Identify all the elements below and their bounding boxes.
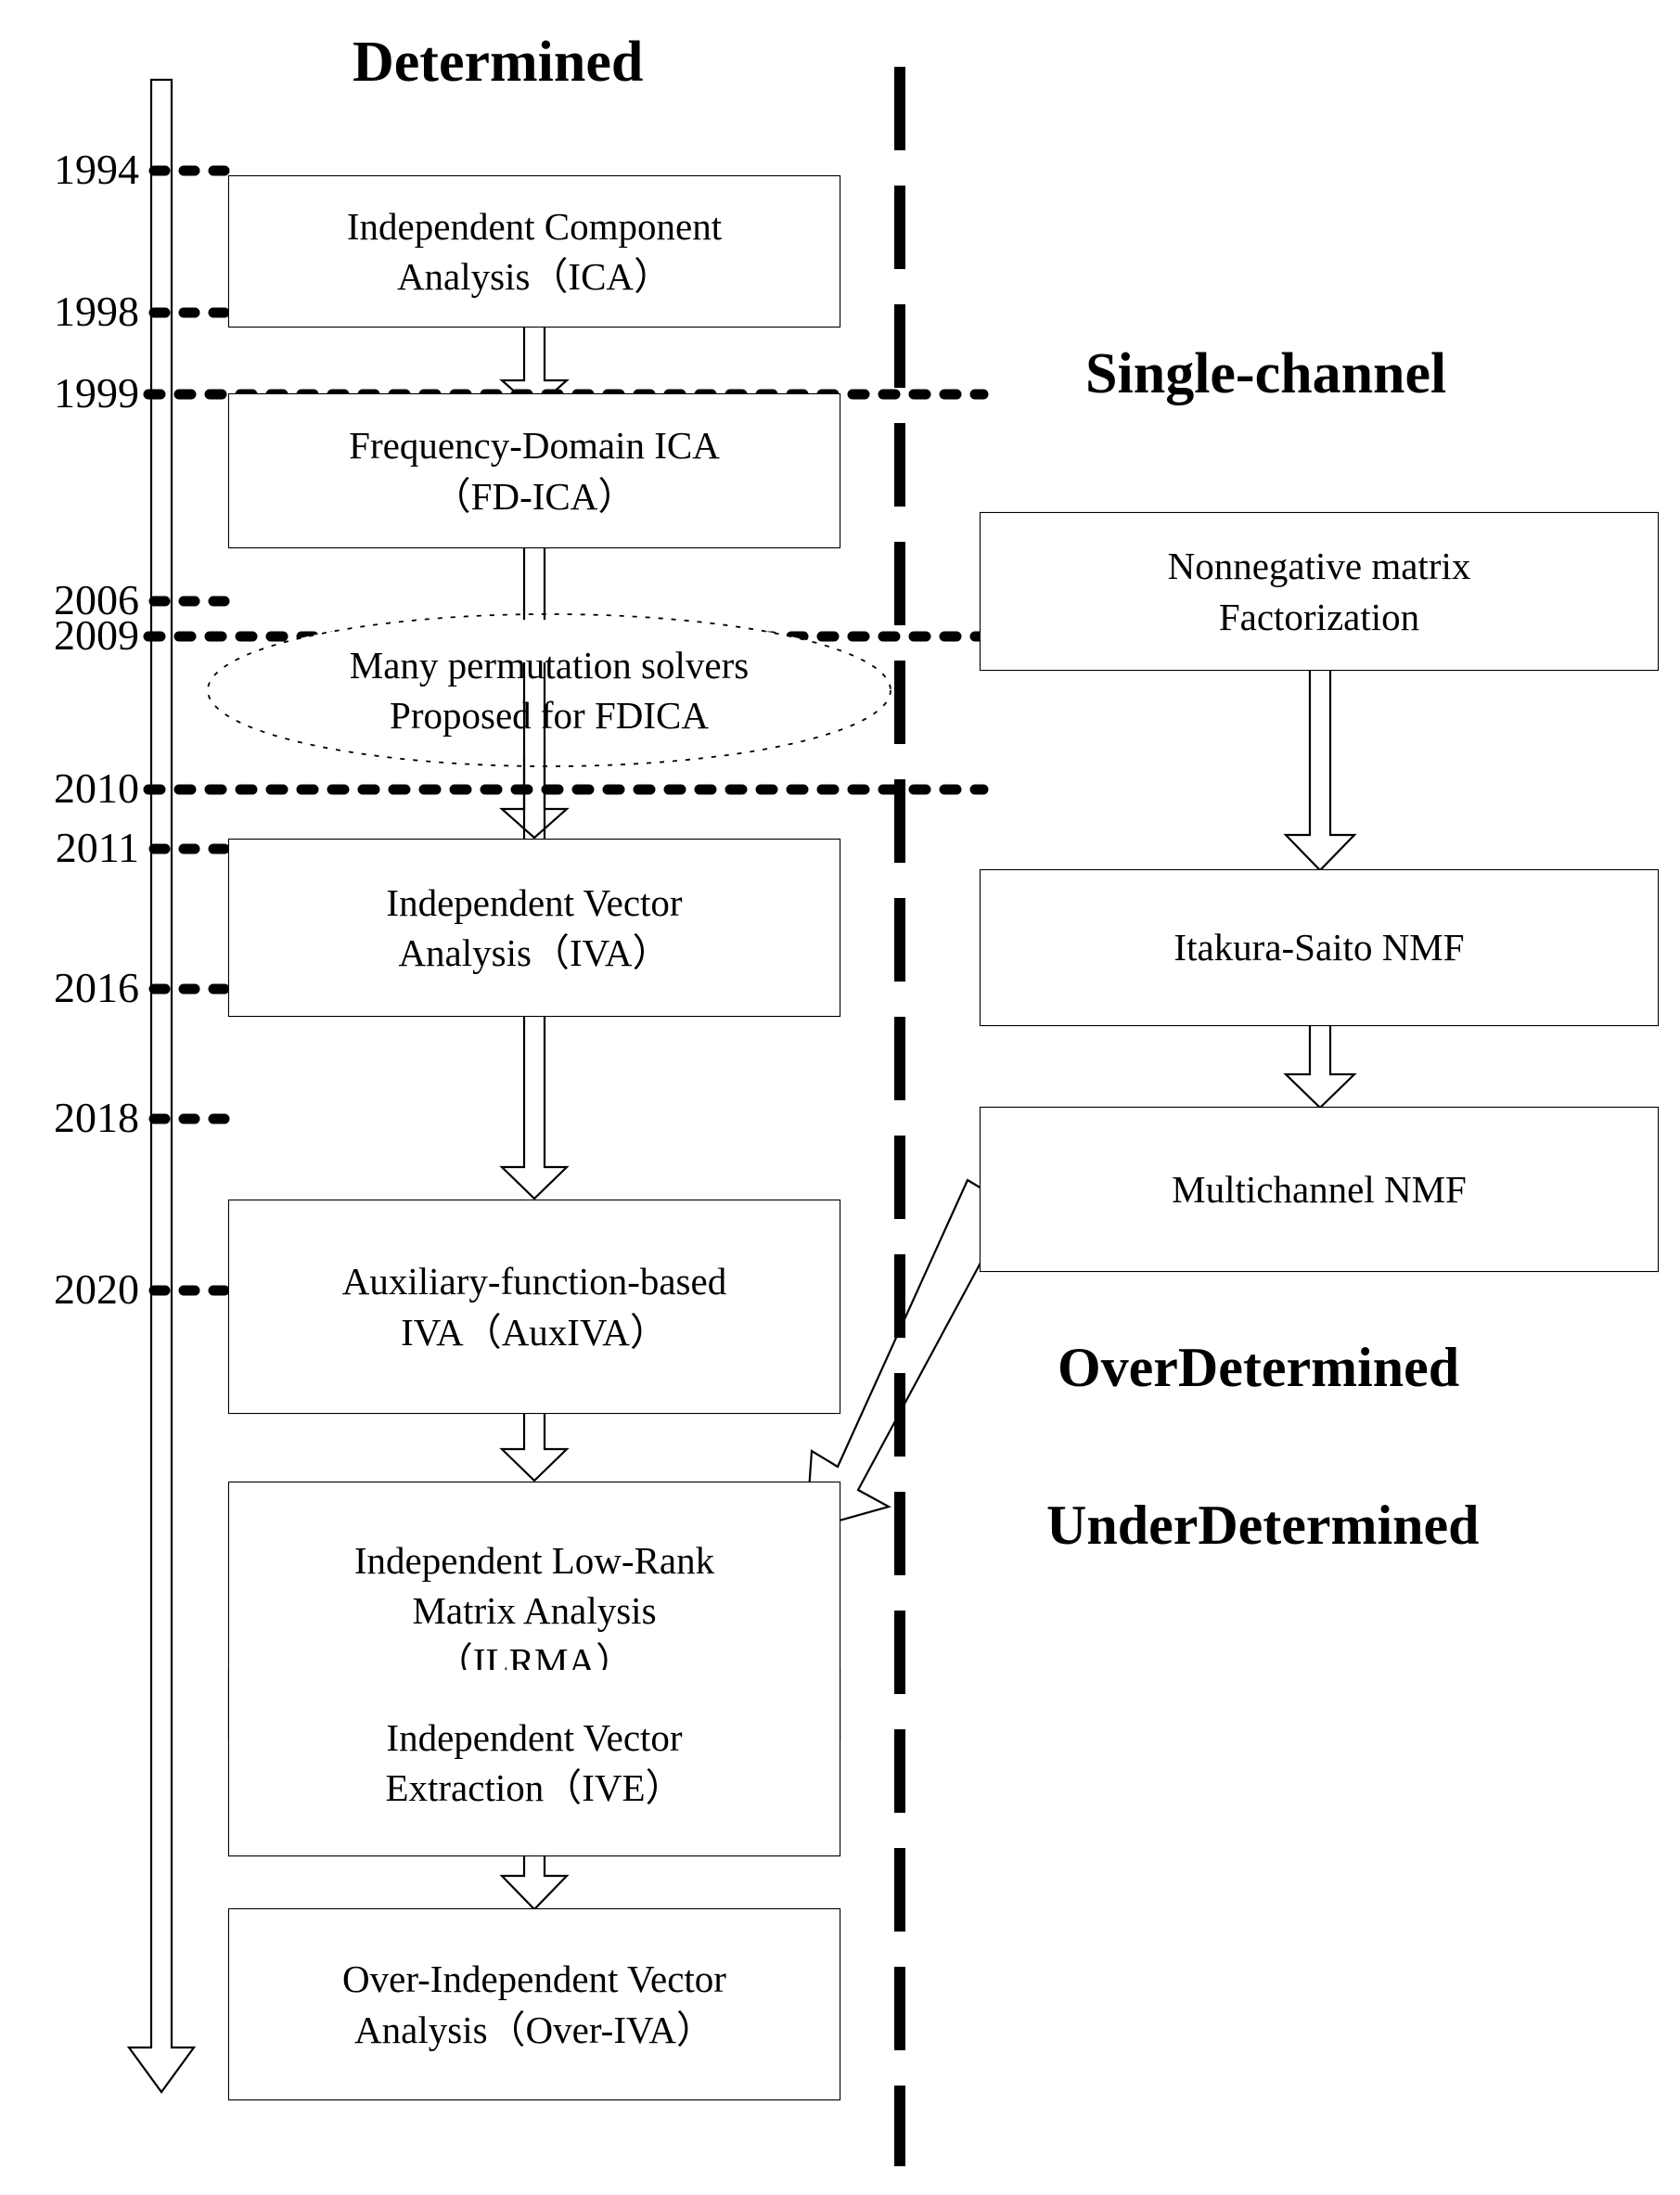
year-label-2011: 2011 <box>55 824 139 871</box>
year-label-1999: 1999 <box>54 369 139 417</box>
year-label-1994: 1994 <box>54 146 139 193</box>
node-nmf[interactable]: Nonnegative matrix Factorization <box>981 513 1658 670</box>
node-iva-line-2: Analysis（IVA） <box>398 931 671 974</box>
node-fdica-line-1: Frequency-Domain ICA <box>349 424 720 468</box>
node-mnmf[interactable]: Multichannel NMF <box>981 1108 1658 1271</box>
node-overiva-line-1: Over-Independent Vector <box>342 1958 726 2001</box>
node-ilrma-line-2: Matrix Analysis <box>412 1589 657 1633</box>
arrow-isnmf-to-mnmf <box>1283 1025 1357 1110</box>
node-isnmf[interactable]: Itakura-Saito NMF <box>981 870 1658 1025</box>
node-fdica[interactable]: Frequency-Domain ICA （FD-ICA） <box>229 394 840 547</box>
heading-determined: Determined <box>353 31 644 94</box>
year-label-2016: 2016 <box>54 964 139 1011</box>
year-label-2010: 2010 <box>54 764 139 812</box>
year-label-2018: 2018 <box>54 1094 139 1141</box>
node-auxiva[interactable]: Auxiliary-function-based IVA（AuxIVA） <box>229 1200 840 1413</box>
arrow-auxiva-to-ilrma <box>499 1413 570 1483</box>
node-fdica-line-2: （FD-ICA） <box>432 474 636 518</box>
heading-under-determined: UnderDetermined <box>1046 1495 1480 1556</box>
node-auxiva-line-2: IVA（AuxIVA） <box>401 1310 668 1354</box>
node-iva-line-1: Independent Vector <box>386 880 683 924</box>
node-ive-line-1: Independent Vector <box>386 1715 683 1759</box>
arrow-iva-to-auxiva <box>499 662 570 1200</box>
heading-single-channel: Single-channel <box>1085 342 1447 405</box>
node-ica-line-2: Analysis（ICA） <box>396 255 673 298</box>
node-ilrma-line-1: Independent Low-Rank <box>353 1539 715 1583</box>
arrow-fdica-to-ellipse <box>522 547 546 620</box>
year-label-2009: 2009 <box>54 611 139 659</box>
time-axis-arrow <box>126 78 197 2094</box>
heading-over-determined: OverDetermined <box>1058 1337 1460 1398</box>
year-label-2020: 2020 <box>54 1265 139 1313</box>
node-overiva-line-2: Analysis（Over-IVA） <box>354 2008 714 2051</box>
node-ica-line-1: Independent Component <box>346 204 723 248</box>
node-overiva[interactable]: Over-Independent Vector Analysis（Over-IV… <box>229 1909 840 2099</box>
node-isnmf-line-1: Itakura-Saito NMF <box>1173 926 1465 969</box>
permutation-solvers-ellipse <box>207 613 891 767</box>
node-iva[interactable]: Independent Vector Analysis（IVA） <box>229 840 840 1016</box>
year-label-2006: 2006 <box>54 576 139 623</box>
node-auxiva-line-1: Auxiliary-function-based <box>341 1260 727 1303</box>
node-ive-line-2: Extraction（IVE） <box>385 1766 684 1809</box>
arrow-ellipse-to-iva <box>499 759 570 840</box>
node-mnmf-line-1: Multichannel NMF <box>1172 1167 1467 1211</box>
node-ica[interactable]: Independent Component Analysis（ICA） <box>229 176 840 327</box>
year-label-1998: 1998 <box>54 288 139 335</box>
arrow-nmf-to-isnmf <box>1283 670 1357 872</box>
node-nmf-line-2: Factorization <box>1218 595 1420 638</box>
node-nmf-line-1: Nonnegative matrix <box>1167 545 1471 588</box>
node-ive[interactable]: Independent Vector Extraction（IVE） <box>229 1670 840 1855</box>
